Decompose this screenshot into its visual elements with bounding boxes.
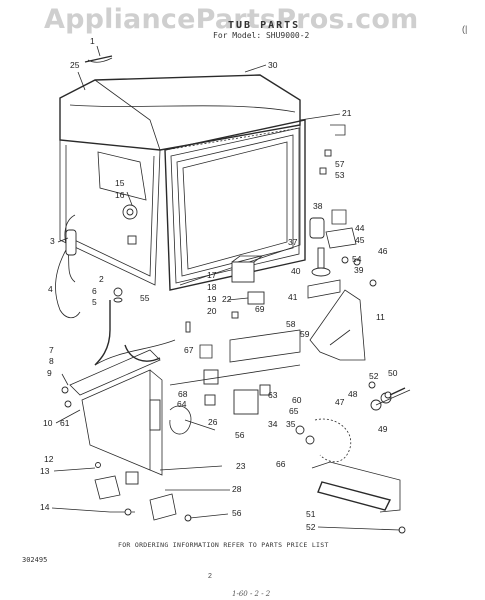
model-line: For Model: SHU9000-2	[213, 31, 310, 40]
callout-label: 11	[376, 312, 385, 322]
callout-label: 13	[40, 466, 50, 476]
callout-label: 6	[92, 286, 97, 296]
callout-label: 63	[268, 390, 278, 400]
callout-label: 10	[43, 418, 53, 428]
callout-label: 67	[184, 345, 194, 355]
callout-label: 58	[286, 319, 296, 329]
callout-label: 66	[276, 459, 286, 469]
watermark: AppliancePartsPros.com	[44, 4, 419, 35]
diagram-title: TUB PARTS	[228, 20, 301, 31]
callout-label: 3	[50, 236, 55, 246]
callout-label: 56	[235, 430, 245, 440]
leader-lines	[51, 45, 401, 531]
callout-label: 41	[288, 292, 298, 302]
callout-label: 55	[140, 293, 150, 303]
callout-label: 40	[291, 266, 301, 276]
callout-label: 30	[268, 60, 278, 70]
callout-labels: 1 25 30 21 15 16 57 53 3 38 44 45 46 37 …	[40, 36, 398, 532]
callout-label: 12	[44, 454, 54, 464]
callout-label: 9	[47, 368, 52, 378]
callout-label: 17	[207, 270, 217, 280]
callout-label: 65	[289, 406, 299, 416]
callout-label: 49	[378, 424, 388, 434]
callout-label: 56	[232, 508, 242, 518]
callout-label: 5	[92, 297, 97, 307]
callout-label: 34	[268, 419, 278, 429]
callout-label: 4	[48, 284, 53, 294]
callout-label: 38	[313, 201, 323, 211]
handwritten-note: 1-60 - 2 - 2	[232, 590, 271, 598]
callout-label: 51	[306, 509, 316, 519]
callout-label: 68	[178, 389, 188, 399]
callout-label: 8	[49, 356, 54, 366]
right-side-parts	[307, 124, 411, 534]
tub-shell	[59, 74, 301, 286]
callout-label: 21	[342, 108, 352, 118]
callout-label: 37	[288, 237, 298, 247]
callout-label: 57	[335, 159, 345, 169]
callout-label: 60	[292, 395, 302, 405]
callout-label: 26	[208, 417, 218, 427]
callout-label: 20	[207, 306, 217, 316]
callout-label: 61	[60, 418, 70, 428]
callout-label: 7	[49, 345, 54, 355]
callout-label: 18	[207, 282, 217, 292]
callout-label: 1	[90, 36, 95, 46]
callout-label: 53	[335, 170, 345, 180]
callout-label: 46	[378, 246, 388, 256]
door-gasket	[164, 119, 306, 291]
callout-label: 23	[236, 461, 246, 471]
callout-label: 22	[222, 294, 232, 304]
callout-label: 47	[335, 397, 345, 407]
callout-label: 39	[354, 265, 364, 275]
center-components	[169, 255, 352, 463]
callout-label: 54	[352, 254, 362, 264]
catalog-number: 302495	[22, 556, 48, 564]
corner-mark: (|	[462, 24, 468, 34]
callout-label: 16	[115, 190, 125, 200]
callout-label: 2	[99, 274, 104, 284]
callout-label: 64	[177, 399, 187, 409]
callout-label: 19	[207, 294, 217, 304]
callout-label: 15	[115, 178, 125, 188]
callout-label: 44	[355, 223, 365, 233]
callout-label: 35	[286, 419, 296, 429]
callout-label: 14	[40, 502, 50, 512]
page-number: 2	[208, 573, 212, 580]
ordering-footnote: FOR ORDERING INFORMATION REFER TO PARTS …	[118, 541, 329, 549]
left-side-parts	[55, 55, 192, 522]
callout-label: 25	[70, 60, 80, 70]
callout-label: 50	[388, 368, 398, 378]
callout-label: 59	[300, 329, 310, 339]
callout-label: 45	[355, 235, 365, 245]
callout-label: 48	[348, 389, 358, 399]
callout-label: 28	[232, 484, 242, 494]
callout-label: 52	[369, 371, 379, 381]
callout-label: 69	[255, 304, 265, 314]
callout-label: 52	[306, 522, 316, 532]
